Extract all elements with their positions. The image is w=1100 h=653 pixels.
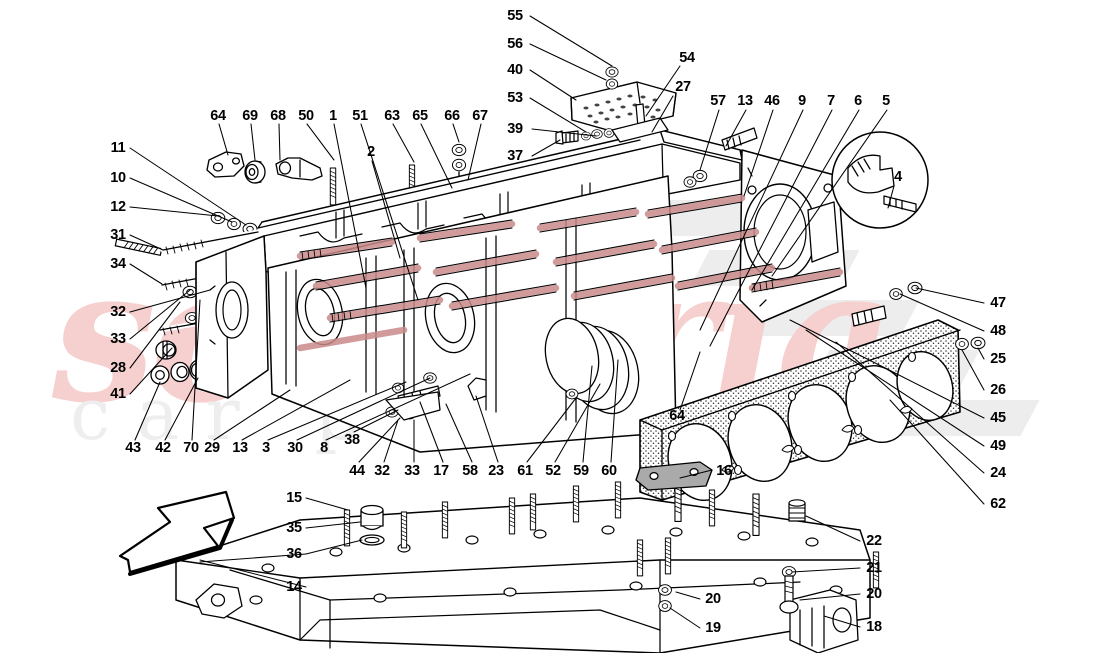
callout-number-33[interactable]: 33 bbox=[110, 330, 126, 347]
callout-number-9[interactable]: 9 bbox=[798, 92, 806, 109]
callout-number-26[interactable]: 26 bbox=[990, 381, 1006, 398]
callout-number-66[interactable]: 66 bbox=[444, 107, 460, 124]
callout-number-22[interactable]: 22 bbox=[866, 532, 882, 549]
callout-number-17[interactable]: 17 bbox=[433, 462, 449, 479]
callout-number-23[interactable]: 23 bbox=[488, 462, 504, 479]
callout-number-33[interactable]: 33 bbox=[404, 462, 420, 479]
callout-number-5[interactable]: 5 bbox=[882, 92, 890, 109]
callout-number-69[interactable]: 69 bbox=[242, 107, 258, 124]
callout-number-61[interactable]: 61 bbox=[517, 462, 533, 479]
callout-number-32[interactable]: 32 bbox=[374, 462, 390, 479]
callout-number-48[interactable]: 48 bbox=[990, 322, 1006, 339]
callout-number-67[interactable]: 67 bbox=[472, 107, 488, 124]
callout-number-4[interactable]: 4 bbox=[894, 168, 902, 185]
callout-number-13[interactable]: 13 bbox=[232, 439, 248, 456]
callout-number-64[interactable]: 64 bbox=[669, 407, 685, 424]
callout-number-58[interactable]: 58 bbox=[462, 462, 478, 479]
callout-number-59[interactable]: 59 bbox=[573, 462, 589, 479]
callout-number-2[interactable]: 2 bbox=[367, 143, 375, 160]
callout-number-44[interactable]: 44 bbox=[349, 462, 365, 479]
callout-number-37[interactable]: 37 bbox=[507, 147, 523, 164]
callout-number-36[interactable]: 36 bbox=[286, 545, 302, 562]
callout-number-16[interactable]: 16 bbox=[716, 462, 732, 479]
callout-number-6[interactable]: 6 bbox=[854, 92, 862, 109]
callout-number-25[interactable]: 25 bbox=[990, 350, 1006, 367]
callout-number-56[interactable]: 56 bbox=[507, 35, 523, 52]
callout-number-65[interactable]: 65 bbox=[412, 107, 428, 124]
callout-number-21[interactable]: 21 bbox=[866, 559, 882, 576]
callout-number-42[interactable]: 42 bbox=[155, 439, 171, 456]
callout-number-34[interactable]: 34 bbox=[110, 255, 126, 272]
callout-number-46[interactable]: 46 bbox=[764, 92, 780, 109]
callout-number-1[interactable]: 1 bbox=[329, 107, 337, 124]
callout-number-35[interactable]: 35 bbox=[286, 519, 302, 536]
callout-number-13[interactable]: 13 bbox=[737, 92, 753, 109]
callout-number-50[interactable]: 50 bbox=[298, 107, 314, 124]
callout-number-62[interactable]: 62 bbox=[990, 495, 1006, 512]
callout-number-70[interactable]: 70 bbox=[183, 439, 199, 456]
callout-number-41[interactable]: 41 bbox=[110, 385, 126, 402]
callout-number-11[interactable]: 11 bbox=[110, 139, 126, 156]
callout-number-8[interactable]: 8 bbox=[320, 439, 328, 456]
orientation-arrow bbox=[118, 490, 236, 576]
callout-number-55[interactable]: 55 bbox=[507, 7, 523, 24]
callout-number-20[interactable]: 20 bbox=[866, 585, 882, 602]
callout-number-28[interactable]: 28 bbox=[110, 359, 126, 376]
callout-number-7[interactable]: 7 bbox=[827, 92, 835, 109]
callout-number-60[interactable]: 60 bbox=[601, 462, 617, 479]
callout-number-57[interactable]: 57 bbox=[710, 92, 726, 109]
callout-number-3[interactable]: 3 bbox=[262, 439, 270, 456]
callout-number-45[interactable]: 45 bbox=[990, 409, 1006, 426]
callout-number-63[interactable]: 63 bbox=[384, 107, 400, 124]
callout-number-20[interactable]: 20 bbox=[705, 590, 721, 607]
callout-number-68[interactable]: 68 bbox=[270, 107, 286, 124]
callout-number-19[interactable]: 19 bbox=[705, 619, 721, 636]
callout-number-32[interactable]: 32 bbox=[110, 303, 126, 320]
callout-number-52[interactable]: 52 bbox=[545, 462, 561, 479]
callout-number-10[interactable]: 10 bbox=[110, 169, 126, 186]
callout-number-39[interactable]: 39 bbox=[507, 120, 523, 137]
callout-number-40[interactable]: 40 bbox=[507, 61, 523, 78]
callout-number-29[interactable]: 29 bbox=[204, 439, 220, 456]
callout-number-38[interactable]: 38 bbox=[344, 431, 360, 448]
callout-number-64[interactable]: 64 bbox=[210, 107, 226, 124]
callout-number-24[interactable]: 24 bbox=[990, 464, 1006, 481]
callout-number-47[interactable]: 47 bbox=[990, 294, 1006, 311]
callout-number-54[interactable]: 54 bbox=[679, 49, 695, 66]
callout-number-30[interactable]: 30 bbox=[287, 439, 303, 456]
callout-number-43[interactable]: 43 bbox=[125, 439, 141, 456]
callout-number-18[interactable]: 18 bbox=[866, 618, 882, 635]
callout-number-53[interactable]: 53 bbox=[507, 89, 523, 106]
callout-number-14[interactable]: 14 bbox=[286, 578, 302, 595]
callout-number-49[interactable]: 49 bbox=[990, 437, 1006, 454]
callout-number-51[interactable]: 51 bbox=[352, 107, 368, 124]
callout-number-15[interactable]: 15 bbox=[286, 489, 302, 506]
callout-number-31[interactable]: 31 bbox=[110, 226, 126, 243]
callout-number-27[interactable]: 27 bbox=[675, 78, 691, 95]
callout-number-12[interactable]: 12 bbox=[110, 198, 126, 215]
